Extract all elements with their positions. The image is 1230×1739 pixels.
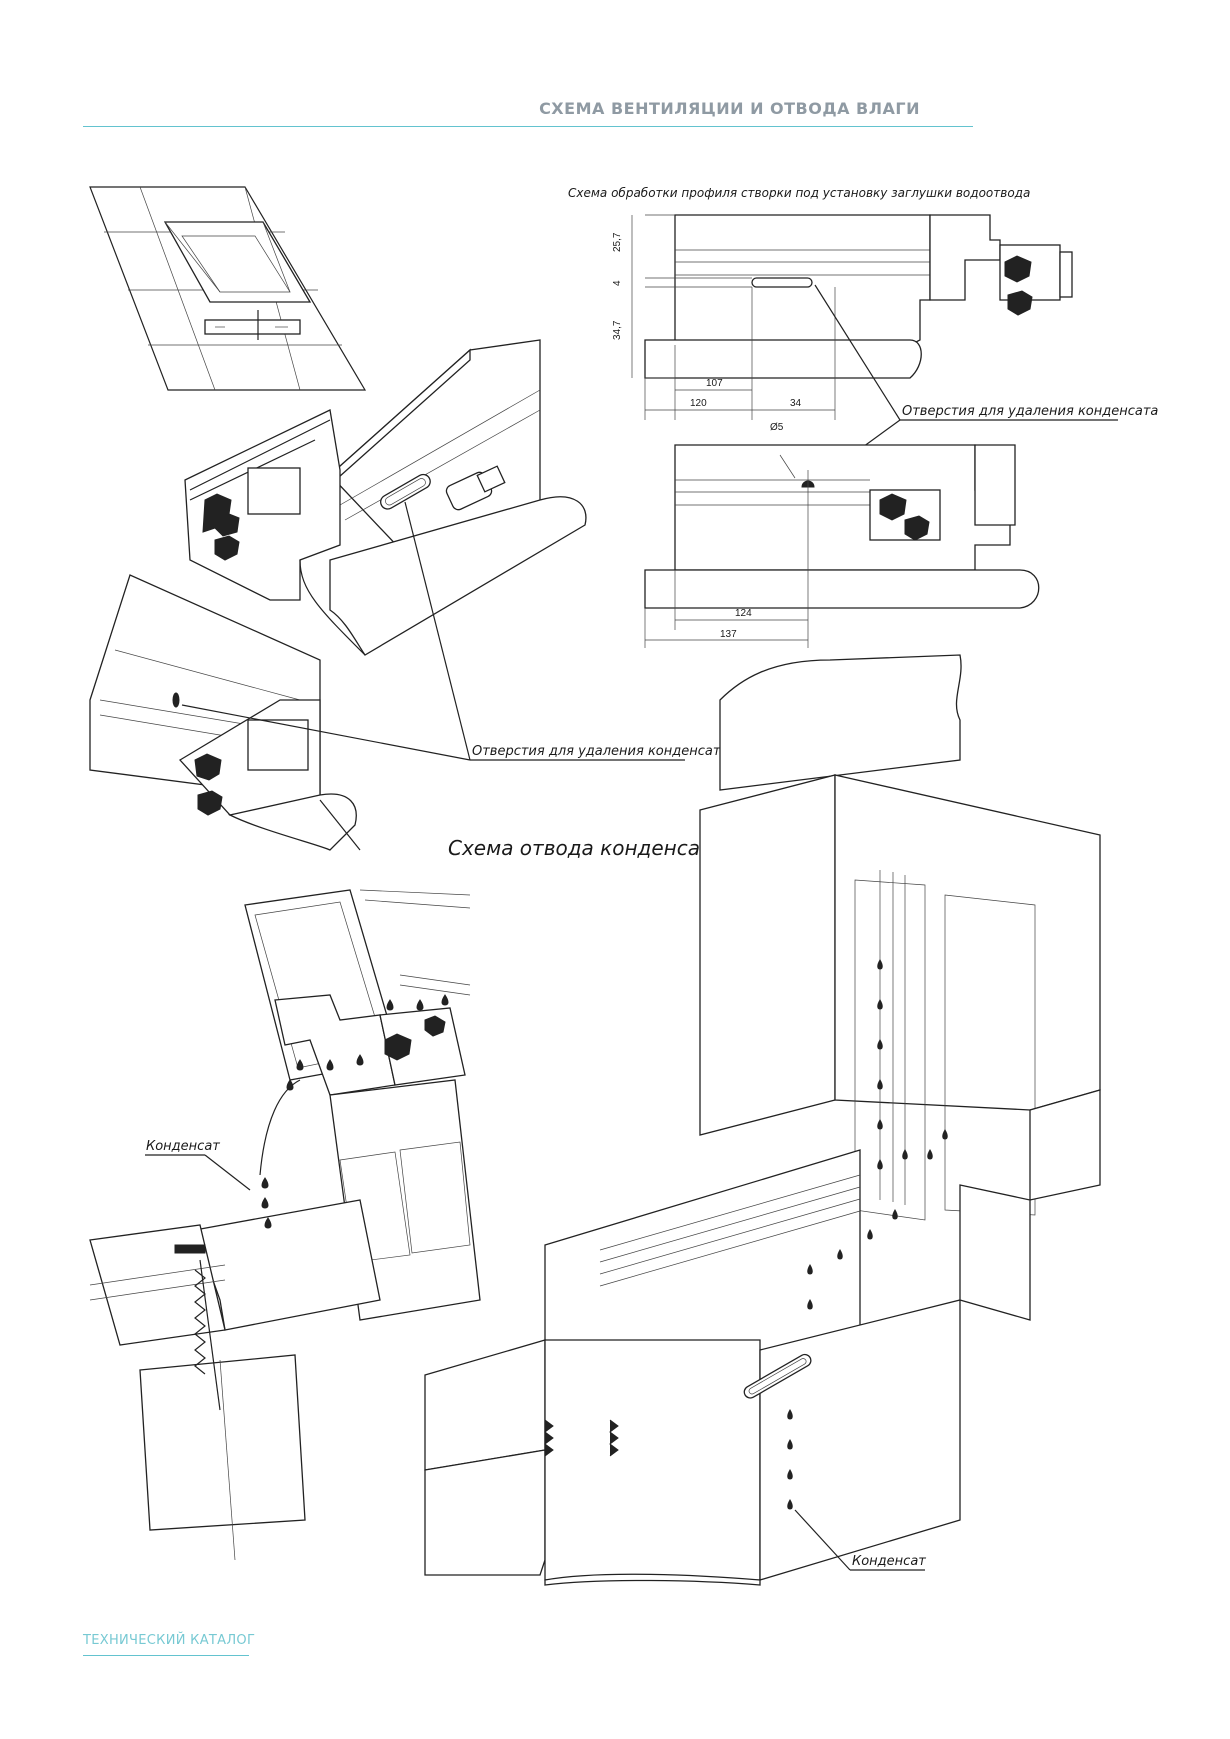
header-divider	[83, 126, 973, 127]
footer-divider	[83, 1655, 249, 1656]
processing-section-bottom	[644, 444, 1040, 648]
processing-section-top	[631, 214, 1073, 420]
drainage-scheme-title: Схема отвода конденсата	[448, 836, 724, 860]
footer-catalog-label: ТЕХНИЧЕСКИЙ КАТАЛОГ	[83, 1633, 256, 1648]
drainage-section-detail	[89, 889, 481, 1561]
sash-profile-iso-1	[184, 339, 587, 656]
dim-107: 107	[706, 378, 723, 389]
condensate-holes-label-left: Отверстия для удаления конденсата	[472, 744, 728, 759]
dim-25-7: 25,7	[612, 232, 623, 252]
condensate-label-left: Конденсат	[146, 1139, 220, 1154]
dim-d5: Ø5	[770, 422, 784, 433]
sash-profile-iso-2	[89, 574, 361, 851]
window-corner-iso	[424, 654, 1101, 1586]
dim-124: 124	[735, 608, 752, 619]
page-title: СХЕМА ВЕНТИЛЯЦИИ И ОТВОДА ВЛАГИ	[539, 99, 920, 118]
dim-137: 137	[720, 629, 737, 640]
processing-scheme-title: Схема обработки профиля створки под уста…	[568, 186, 1030, 200]
condensate-holes-label-right: Отверстия для удаления конденсата	[902, 404, 1158, 419]
dim-34: 34	[790, 398, 802, 409]
condensate-label-right: Конденсат	[852, 1554, 926, 1569]
dim-4: 4	[612, 280, 623, 286]
dim-34-7: 34,7	[612, 320, 623, 340]
dim-120: 120	[690, 398, 707, 409]
condensate-hole-leaders	[181, 501, 685, 761]
drain-cap-detail	[89, 186, 367, 391]
